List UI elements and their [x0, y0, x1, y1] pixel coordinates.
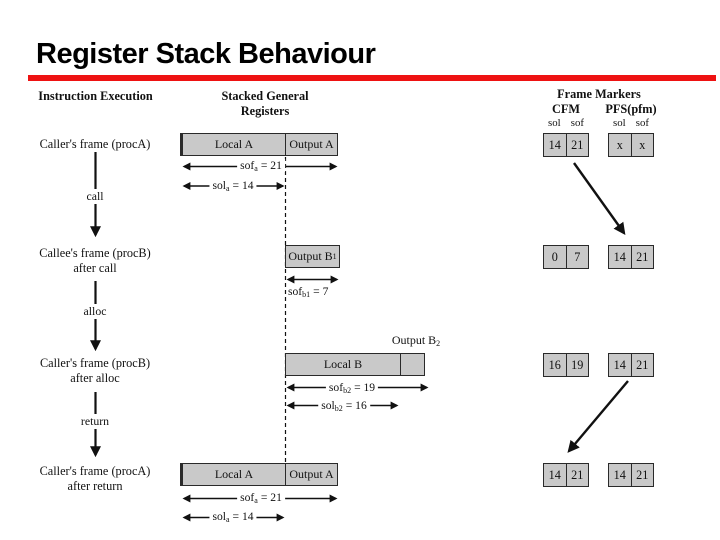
pfs-box-row3: 14 21 — [608, 353, 654, 377]
cfm-box-row3: 16 19 — [543, 353, 589, 377]
state-sublabel: after alloc — [70, 370, 120, 385]
state-label: Caller's frame (procA) — [39, 137, 151, 151]
cfm-sof-value: 21 — [565, 134, 589, 156]
cfm-box-row4: 14 21 — [543, 463, 589, 487]
cfm-sol-value: 0 — [551, 249, 558, 264]
cfm-sol-label: sol — [548, 117, 561, 129]
pfs-sof-value: 21 — [630, 464, 654, 486]
stacked-registers-header: Stacked General Registers — [195, 89, 335, 119]
pfs-sol-value: 14 — [613, 467, 626, 482]
frame-markers-header: Frame Markers — [557, 87, 641, 101]
cfm-sol-value: 16 — [548, 357, 561, 372]
pfs-sol-value: 14 — [613, 249, 626, 264]
pfs-header: PFS(pfm) — [605, 102, 657, 116]
pfs-sof-label: sof — [635, 117, 649, 129]
title-underline — [28, 75, 716, 81]
pfs-sol-value: 14 — [613, 357, 626, 372]
register-frame-a-top: Local A Output A — [180, 133, 338, 156]
pfs-box-row4: 14 21 — [608, 463, 654, 487]
local-a-cell: Local A — [214, 137, 254, 151]
pfs-sol-value: x — [616, 137, 623, 152]
call-label: call — [83, 189, 107, 204]
state-label: Caller's frame (procB) — [39, 356, 151, 370]
alloc-label: alloc — [80, 304, 110, 319]
state-callee-procb: Callee's frame (procB) after call — [22, 246, 168, 275]
cfm-box-row1: 14 21 — [543, 133, 589, 157]
register-frame-a-bottom: Local A Output A — [180, 463, 338, 486]
state-sublabel: after call — [73, 260, 117, 275]
pfs-to-cfm-restore-arrow — [567, 380, 629, 453]
sol-a-measure-label-top: sola= 14 — [209, 179, 257, 193]
stacked-registers-header-line2: Registers — [240, 104, 290, 118]
local-a-cell-bottom: Local A — [214, 467, 254, 481]
local-b-cell: Local B — [323, 357, 363, 371]
output-b2-label: Output B2 — [391, 333, 441, 348]
cfm-header: CFM — [552, 102, 580, 116]
state-sublabel: after return — [67, 478, 123, 493]
sof-b2-measure-label: sofb2= 19 — [325, 381, 379, 395]
instruction-execution-header: Instruction Execution — [38, 89, 153, 103]
pfs-box-row1: x x — [608, 133, 654, 157]
state-caller-proca: Caller's frame (procA) — [22, 137, 168, 152]
pfs-sof-value: 21 — [630, 354, 654, 376]
state-proca-after-return: Caller's frame (procA) after return — [22, 464, 168, 493]
return-label: return — [77, 414, 113, 429]
sof-a-measure-label-top: sofa= 21 — [237, 159, 285, 173]
pfs-solsof-labels: sol sof — [608, 117, 654, 129]
cfm-sof-value: 7 — [565, 246, 589, 268]
page-title: Register Stack Behaviour — [36, 38, 376, 70]
sof-a-measure-label-bottom: sofa= 21 — [237, 491, 285, 505]
pfs-sof-value: 21 — [630, 246, 654, 268]
output-a-cell-bottom: Output A — [285, 464, 337, 485]
pfs-sol-label: sol — [613, 117, 626, 129]
pfs-box-row2: 14 21 — [608, 245, 654, 269]
cfm-to-pfs-copy-arrow — [573, 162, 626, 235]
output-a-cell: Output A — [285, 134, 337, 155]
cfm-sol-value: 14 — [548, 467, 561, 482]
cfm-sof-label: sof — [570, 117, 584, 129]
pfs-sof-value: x — [630, 134, 654, 156]
cfm-sof-value: 21 — [565, 464, 589, 486]
cfm-box-row2: 0 7 — [543, 245, 589, 269]
sol-a-measure-label-bottom: sola= 14 — [209, 510, 257, 524]
cfm-solsof-labels: sol sof — [543, 117, 589, 129]
state-label: Caller's frame (procA) — [39, 464, 151, 478]
state-procb-after-alloc: Caller's frame (procB) after alloc — [22, 356, 168, 385]
stacked-registers-header-line1: Stacked General — [221, 89, 309, 103]
sof-b1-measure-label: sofb1= 7 — [288, 285, 329, 299]
state-label: Callee's frame (procB) — [39, 246, 151, 260]
cfm-sol-value: 14 — [548, 137, 561, 152]
sol-b2-measure-label: solb2= 16 — [318, 399, 370, 413]
cfm-sof-value: 19 — [565, 354, 589, 376]
output-b2-cell — [400, 354, 424, 375]
register-frame-b2: Local B — [285, 353, 425, 376]
